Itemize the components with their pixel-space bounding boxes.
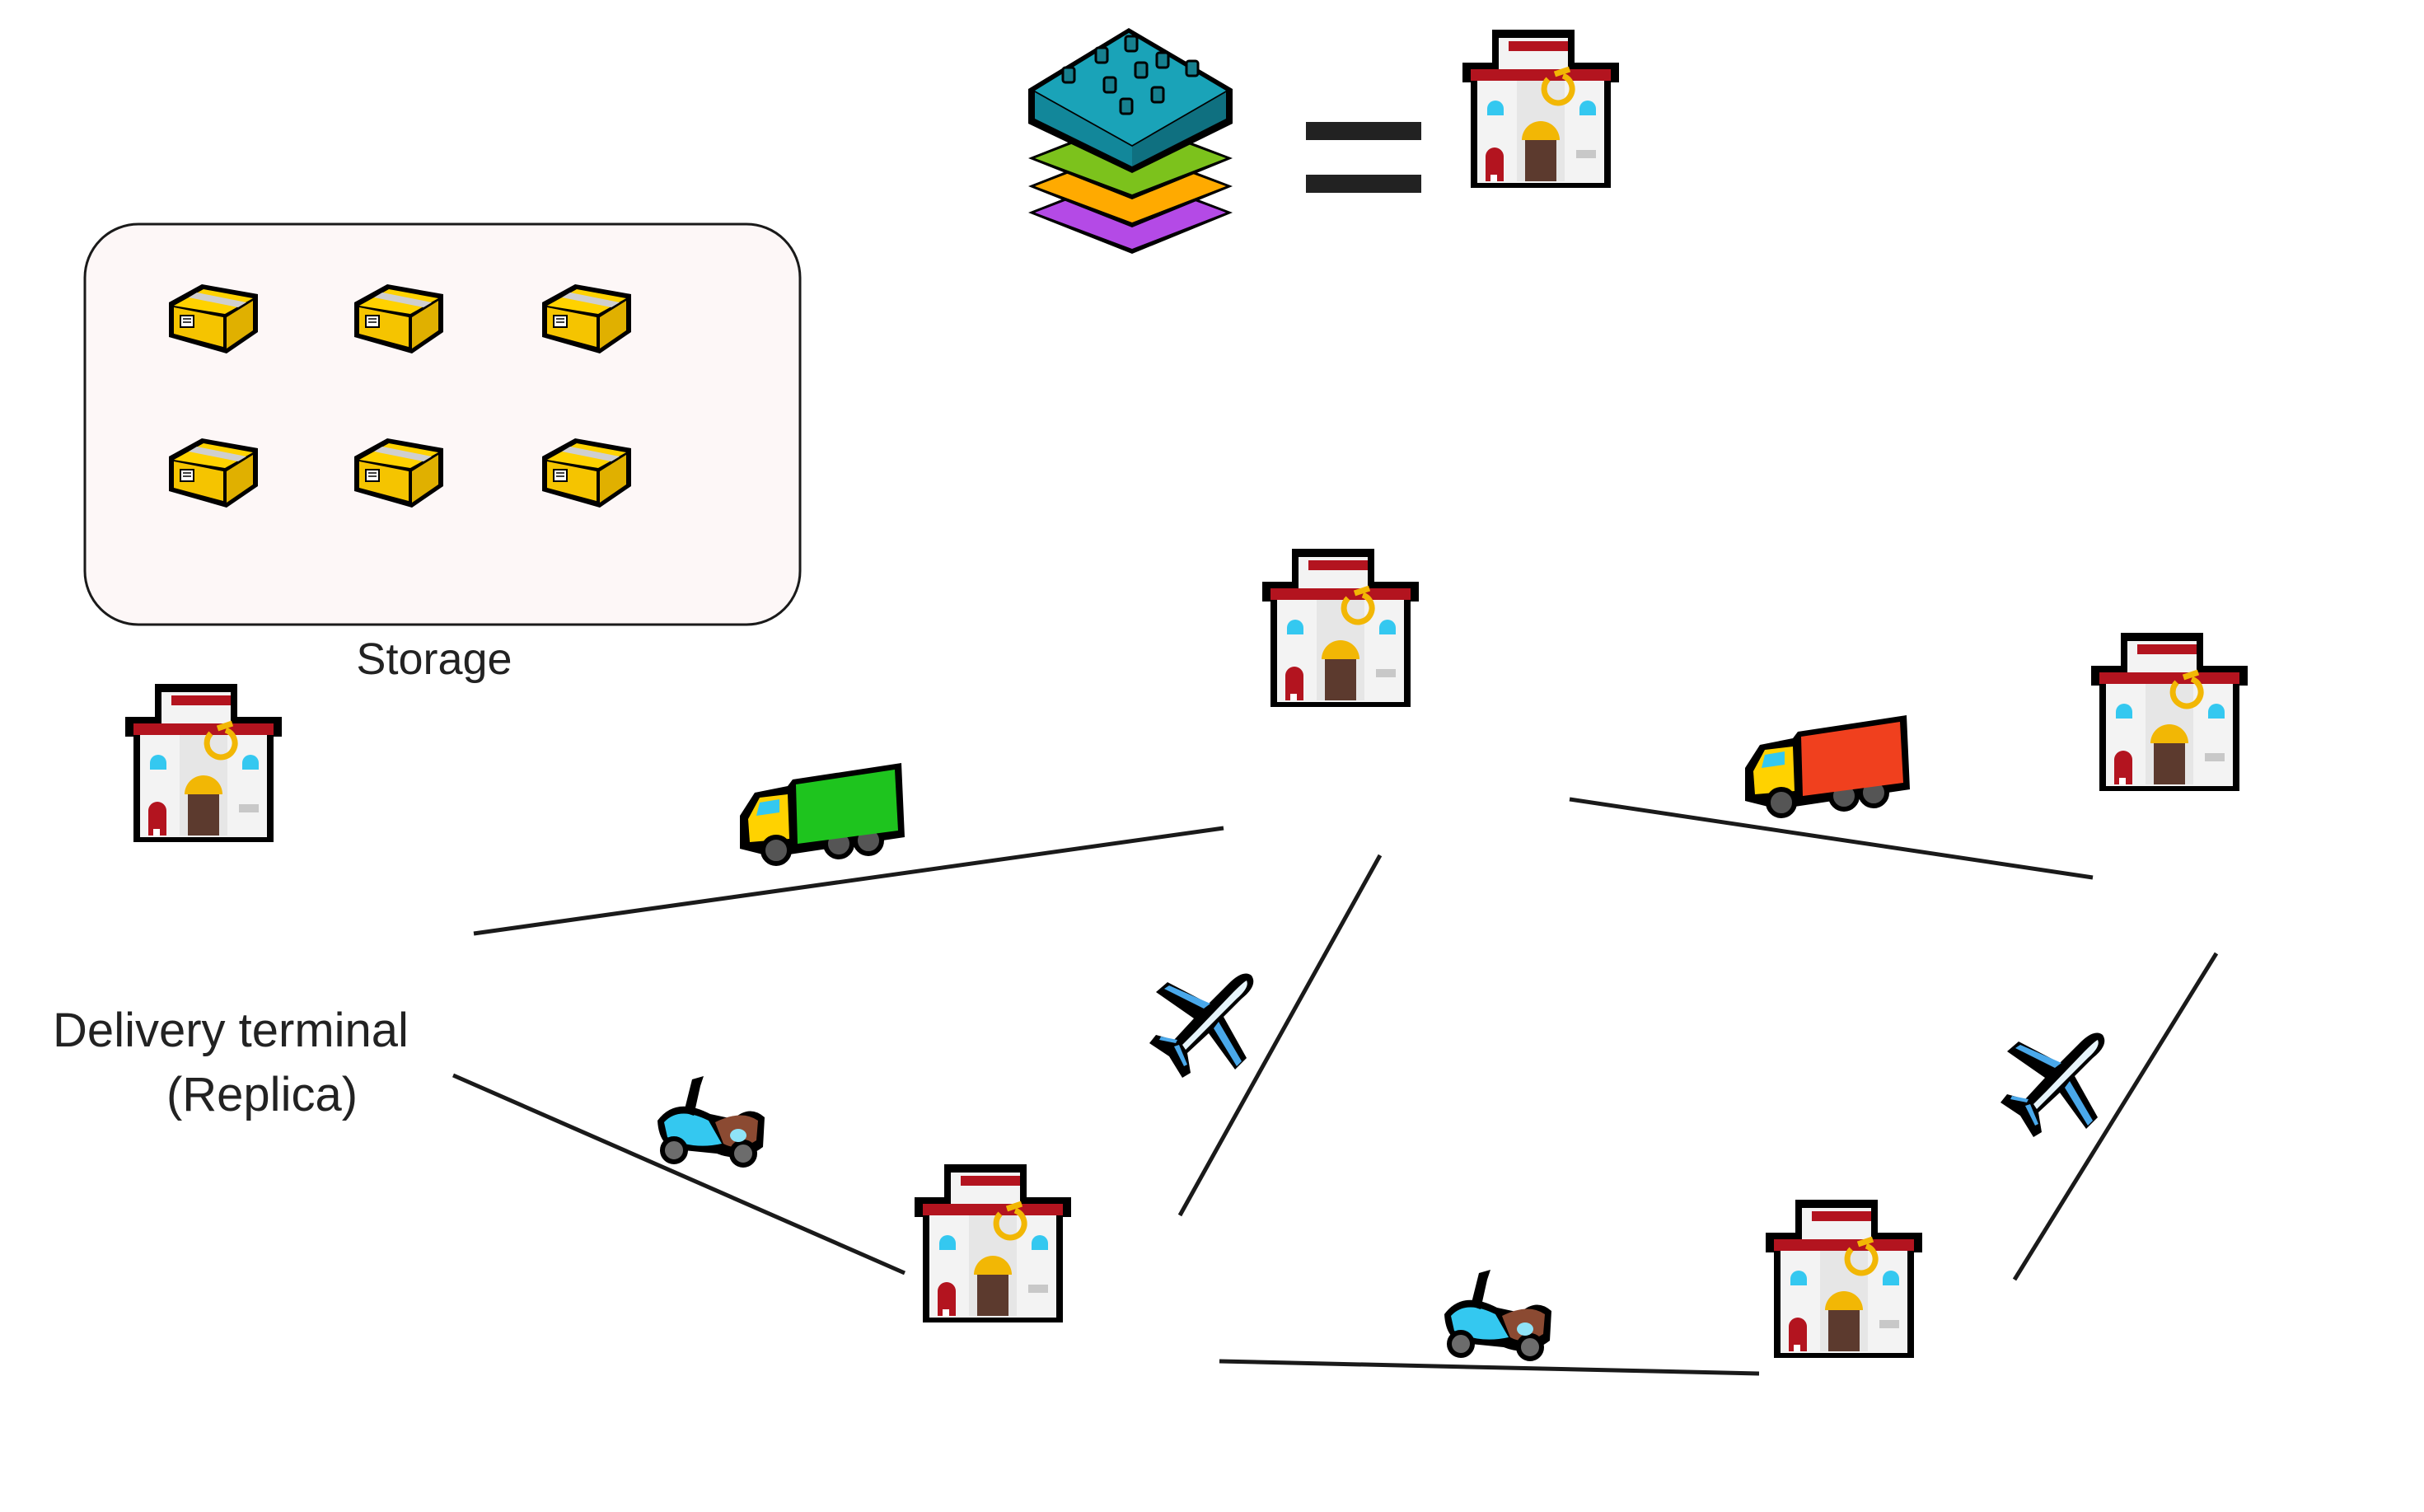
link-top-bottom-left [1177, 854, 1383, 1217]
terminal-left [125, 684, 282, 842]
equals-icon [1306, 122, 1421, 193]
stacked-layers-icon [1028, 28, 1233, 254]
terminal-bottom-right [1766, 1200, 1922, 1358]
legend [1028, 28, 1619, 254]
airplane-icon [1149, 973, 1254, 1078]
link-left-top [473, 826, 1224, 936]
terminal-bottom-left [915, 1164, 1071, 1322]
terminal-right [2091, 633, 2248, 791]
link-right-bottom-right [2012, 952, 2219, 1281]
airplane-icon [2001, 1032, 2105, 1137]
terminal-label-line2: (Replica) [166, 1068, 358, 1121]
network-links [452, 797, 2219, 1376]
scooter-icon [1444, 1270, 1551, 1359]
storage-panel: Storage [83, 222, 802, 684]
scooter-icon [657, 1076, 765, 1165]
terminal-label: Delivery terminal (Replica) [53, 1004, 409, 1121]
link-top-right [1569, 797, 2094, 880]
link-bottom-left-bottom-right [1219, 1359, 1760, 1376]
terminal-top [1262, 549, 1419, 707]
storage-box [83, 222, 802, 626]
storage-label: Storage [356, 634, 512, 684]
post-office-building-icon [1462, 30, 1619, 188]
green-truck-icon [740, 763, 905, 864]
red-truck-icon [1745, 715, 1910, 816]
terminal-label-line1: Delivery terminal [53, 1004, 409, 1057]
link-left-bottom-left [452, 1073, 906, 1276]
